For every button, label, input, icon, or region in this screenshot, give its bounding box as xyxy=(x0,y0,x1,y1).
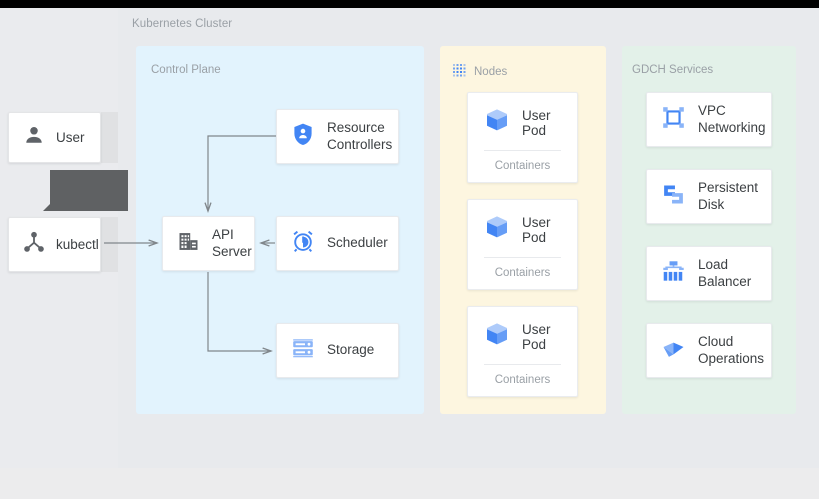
shield-person-icon xyxy=(291,122,315,151)
node-api-server[interactable]: API Server xyxy=(162,216,255,271)
external-label-user: User xyxy=(56,129,85,145)
tooltip-popover xyxy=(43,170,128,211)
share-nodes-icon xyxy=(23,231,45,258)
user-card-shadow xyxy=(101,112,118,163)
external-label-kubectl: kubectl xyxy=(56,236,99,252)
pod-card[interactable]: User Pod Containers xyxy=(467,306,578,397)
person-icon xyxy=(23,124,45,151)
pod-label: User Pod xyxy=(522,214,551,245)
pod-label: User Pod xyxy=(522,321,551,352)
zone-title-control-plane: Control Plane xyxy=(151,64,221,76)
service-persistent-disk[interactable]: Persistent Disk xyxy=(646,169,772,224)
vpc-network-icon xyxy=(661,105,686,135)
load-balancer-icon xyxy=(661,259,686,289)
cloud-operations-icon xyxy=(661,336,686,366)
cube-icon xyxy=(484,214,510,245)
cluster-title: Kubernetes Cluster xyxy=(132,18,233,30)
service-cloud-operations[interactable]: Cloud Operations xyxy=(646,323,772,378)
node-label-scheduler: Scheduler xyxy=(327,235,388,251)
zone-label-nodes: Nodes xyxy=(474,66,508,78)
zone-label-gdch-services: GDCH Services xyxy=(632,64,714,76)
zone-label-control-plane: Control Plane xyxy=(151,64,221,76)
alarm-clock-icon xyxy=(291,229,315,258)
service-load-balancer[interactable]: Load Balancer xyxy=(646,246,772,301)
pod-sublabel: Containers xyxy=(494,374,551,386)
pod-label: User Pod xyxy=(522,107,551,138)
external-card-user[interactable]: User xyxy=(8,112,101,163)
node-resource-controllers[interactable]: Resource Controllers xyxy=(276,109,399,164)
node-label-storage: Storage xyxy=(327,342,375,358)
external-card-kubectl[interactable]: kubectl xyxy=(8,217,101,272)
node-label-resource-controllers: Resource Controllers xyxy=(327,120,393,152)
pod-card[interactable]: User Pod Containers xyxy=(467,92,578,183)
service-label-cloud-operations: Cloud Operations xyxy=(698,334,765,366)
bottom-background xyxy=(0,468,819,499)
cube-icon xyxy=(484,321,510,352)
cube-icon xyxy=(484,107,510,138)
service-vpc-networking[interactable]: VPC Networking xyxy=(646,92,772,147)
pod-divider xyxy=(484,257,561,258)
pod-divider xyxy=(484,150,561,151)
node-storage[interactable]: Storage xyxy=(276,323,399,378)
pod-sublabel: Containers xyxy=(494,267,551,279)
top-black-bar xyxy=(0,0,819,8)
dotted-grid-icon xyxy=(452,63,467,81)
building-icon xyxy=(177,230,200,258)
kubectl-card-shadow xyxy=(101,217,118,272)
node-label-api-server: API Server xyxy=(212,227,252,259)
pod-divider xyxy=(484,364,561,365)
persistent-disk-icon xyxy=(661,182,686,212)
node-scheduler[interactable]: Scheduler xyxy=(276,216,399,271)
zone-title-nodes: Nodes xyxy=(452,63,507,81)
service-label-load-balancer: Load Balancer xyxy=(698,257,752,289)
service-label-vpc-networking: VPC Networking xyxy=(698,103,766,135)
pod-sublabel: Containers xyxy=(494,160,551,172)
database-icon xyxy=(291,336,315,365)
pod-card[interactable]: User Pod Containers xyxy=(467,199,578,290)
zone-title-gdch-services: GDCH Services xyxy=(632,64,713,76)
service-label-persistent-disk: Persistent Disk xyxy=(698,180,759,212)
